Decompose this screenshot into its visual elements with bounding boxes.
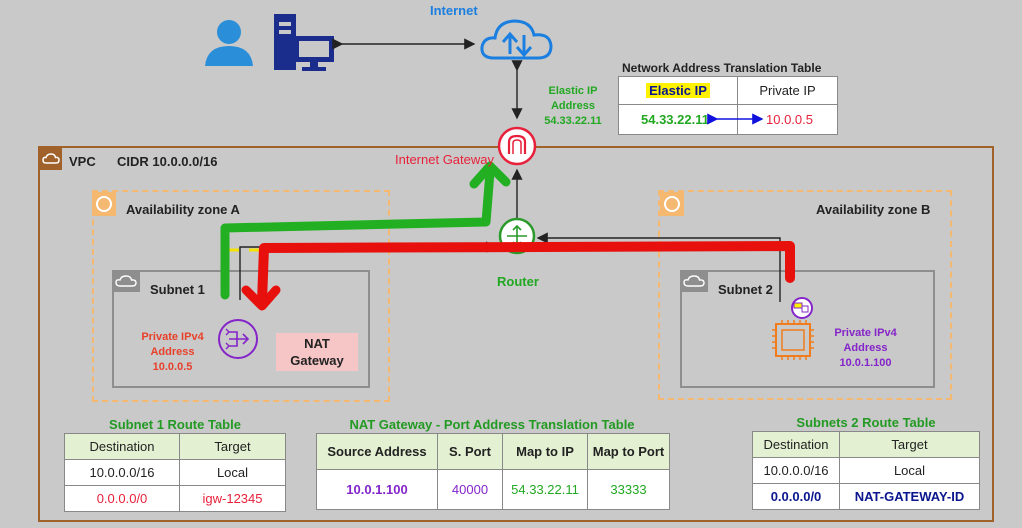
- nat-gateway-line-1: NAT: [304, 336, 330, 351]
- computer-icon: [274, 14, 334, 71]
- subnet-2-ip-line-3: 10.0.1.100: [839, 357, 892, 369]
- subnet1-rt-row1-destination: 10.0.0.0/16: [64, 459, 180, 486]
- pat-map-port: 33333: [587, 469, 670, 510]
- subnet1-rt-header-destination: Destination: [64, 433, 180, 460]
- vpc-icon: [40, 148, 62, 170]
- subnet1-route-table: Destination Target 10.0.0.0/16 Local 0.0…: [64, 433, 286, 512]
- subnet-1-ip: Private IPv4 Address 10.0.0.5: [125, 330, 220, 375]
- cloud-icon: [480, 19, 553, 60]
- subnet2-rt-title: Subnets 2 Route Table: [796, 415, 936, 430]
- subnet1-rt-title: Subnet 1 Route Table: [109, 417, 241, 432]
- subnet-2: [680, 270, 935, 388]
- user-icon: [205, 20, 253, 66]
- subnet-1-ip-line-1: Private IPv4: [141, 331, 204, 343]
- subnet-1-label: Subnet 1: [150, 282, 205, 297]
- availability-zone-a: [92, 190, 390, 402]
- pat-table: Source Address S. Port Map to IP Map to …: [316, 433, 670, 510]
- subnet2-rt-header-target: Target: [839, 431, 980, 458]
- subnet-1-ip-line-3: 10.0.0.5: [152, 361, 193, 373]
- subnet2-rt-row2-destination: 0.0.0.0/0: [752, 483, 840, 510]
- internet-gateway-label: Internet Gateway: [395, 152, 494, 167]
- subnet1-rt-row2-target: igw-12345: [179, 485, 286, 512]
- vpc-cidr: CIDR 10.0.0.0/16: [117, 154, 218, 169]
- zone-a-icon: [92, 192, 116, 216]
- subnet2-rt-row1-destination: 10.0.0.0/16: [752, 457, 840, 484]
- pat-map-ip: 54.33.22.11: [502, 469, 588, 510]
- nat-table-header-elastic: Elastic IP: [618, 76, 738, 105]
- subnet2-rt-row1-target: Local: [839, 457, 980, 484]
- pat-header-map-ip: Map to IP: [502, 433, 588, 470]
- subnet1-rt-row2-destination: 0.0.0.0/0: [64, 485, 180, 512]
- pat-header-source-address: Source Address: [316, 433, 438, 470]
- nat-table-title: Network Address Translation Table: [622, 61, 822, 75]
- zone-a-label: Availability zone A: [126, 202, 240, 217]
- nat-table-header-private: Private IP: [737, 76, 838, 105]
- subnet1-rt-row1-target: Local: [179, 459, 286, 486]
- nat-gateway-line-2: Gateway: [290, 353, 344, 368]
- pat-header-map-port: Map to Port: [587, 433, 670, 470]
- subnet-2-label: Subnet 2: [718, 282, 773, 297]
- subnet-1: [112, 270, 370, 388]
- vpc-label: VPC: [69, 154, 96, 169]
- subnet2-route-table: Destination Target 10.0.0.0/16 Local 0.0…: [752, 431, 980, 510]
- pat-header-source-port: S. Port: [437, 433, 503, 470]
- zone-b-label: Availability zone B: [816, 202, 931, 217]
- internet-gateway-icon: [497, 126, 537, 166]
- pat-source-address: 10.0.1.100: [316, 469, 438, 510]
- nat-gateway-icon: [218, 319, 258, 359]
- router-label: Router: [497, 274, 539, 289]
- elastic-ip-line-2: Address: [550, 100, 596, 112]
- elastic-ip-label: Elastic IP Address 54.33.22.11: [528, 84, 618, 129]
- internet-label: Internet: [430, 3, 478, 18]
- subnet-2-ip: Private IPv4 Address 10.0.1.100: [818, 326, 913, 371]
- red-outbound-path: [257, 241, 795, 307]
- elastic-ip-line-1: Elastic IP: [548, 85, 598, 97]
- ec2-instance-icon: [772, 297, 814, 360]
- elastic-ip-line-3: 54.33.22.11: [544, 115, 602, 127]
- subnet2-router-route: [536, 232, 781, 302]
- subnet1-rt-header-target: Target: [179, 433, 286, 460]
- zone-b-icon: [660, 192, 684, 216]
- subnet-2-ip-line-2: Address: [843, 342, 888, 354]
- nat-table-private-value: 10.0.0.5: [737, 104, 838, 135]
- pat-source-port: 40000: [437, 469, 503, 510]
- nat-gateway-box: NAT Gateway: [276, 333, 358, 371]
- subnet-1-ip-line-2: Address: [150, 346, 195, 358]
- availability-zone-b: [658, 190, 952, 400]
- subnet-1-icon: [112, 270, 140, 292]
- subnet-2-ip-line-1: Private IPv4: [834, 327, 897, 339]
- pat-table-title: NAT Gateway - Port Address Translation T…: [349, 417, 635, 432]
- green-return-path: [220, 167, 495, 300]
- subnet2-rt-header-destination: Destination: [752, 431, 840, 458]
- subnet2-rt-row2-target: NAT-GATEWAY-ID: [839, 483, 980, 510]
- subnet-2-icon: [680, 270, 708, 292]
